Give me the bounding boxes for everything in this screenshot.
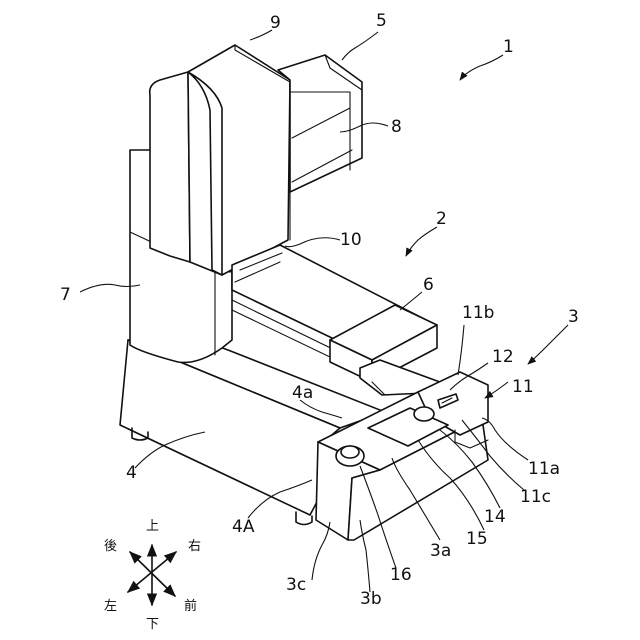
label-7: 7 bbox=[60, 285, 71, 305]
label-15: 15 bbox=[466, 529, 488, 549]
label-14: 14 bbox=[484, 507, 506, 527]
gauge-14 bbox=[414, 407, 434, 421]
label-3b: 3b bbox=[360, 589, 382, 609]
label-3c: 3c bbox=[286, 575, 306, 595]
label-16: 16 bbox=[390, 565, 412, 585]
label-12: 12 bbox=[492, 347, 514, 367]
direction-compass: 上 下 後 右 左 前 bbox=[104, 519, 201, 632]
label-2: 2 bbox=[436, 209, 447, 229]
label-11c: 11c bbox=[520, 487, 551, 507]
label-11b: 11b bbox=[462, 303, 494, 323]
label-3a: 3a bbox=[430, 541, 451, 561]
knob-16 bbox=[336, 446, 364, 466]
direction-back: 後 bbox=[104, 539, 117, 554]
label-11: 11 bbox=[512, 377, 534, 397]
label-4a: 4a bbox=[292, 383, 313, 403]
label-10: 10 bbox=[340, 230, 362, 250]
label-4A: 4A bbox=[232, 517, 255, 537]
label-4: 4 bbox=[126, 463, 137, 483]
direction-front: 前 bbox=[184, 598, 197, 614]
direction-left: 左 bbox=[104, 599, 117, 614]
direction-down: 下 bbox=[146, 617, 159, 632]
label-1: 1 bbox=[503, 37, 514, 57]
label-11a: 11a bbox=[528, 459, 560, 479]
label-3: 3 bbox=[568, 307, 579, 327]
label-5: 5 bbox=[376, 11, 387, 31]
head-9 bbox=[150, 45, 290, 275]
direction-right: 右 bbox=[188, 539, 201, 554]
direction-up: 上 bbox=[146, 519, 159, 534]
label-8: 8 bbox=[391, 117, 402, 137]
label-9: 9 bbox=[270, 13, 281, 33]
label-6: 6 bbox=[423, 275, 434, 295]
z-unit-5 bbox=[278, 55, 362, 192]
